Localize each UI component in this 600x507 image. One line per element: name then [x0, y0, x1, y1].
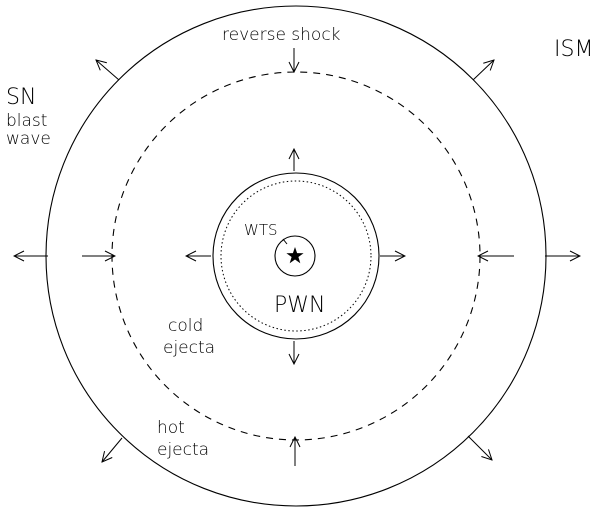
hot-ejecta-label: ejecta [157, 440, 209, 460]
outward-arrow-lower-left [102, 437, 123, 462]
cold-label: cold [168, 316, 203, 336]
hot-label: hot [157, 418, 185, 438]
star-icon [286, 247, 304, 264]
wts-pointer [282, 238, 288, 245]
pwn-boundary-circle [212, 172, 380, 340]
ism-label: ISM [554, 37, 593, 62]
reverse-shock-label: reverse shock [222, 25, 341, 45]
blast-label: blast [6, 111, 47, 131]
outward-arrow-upper-left [96, 60, 120, 81]
cold-ejecta-label: ejecta [163, 338, 215, 358]
pwn-label: PWN [274, 293, 325, 318]
wts-label: WTS [244, 221, 278, 239]
outward-arrow-lower-right [467, 435, 492, 460]
pwn-dotted-circle [220, 180, 372, 332]
wts-circle [274, 235, 316, 277]
outward-arrow-upper-right [472, 60, 494, 81]
sn-label: SN [6, 85, 36, 110]
wave-label: wave [6, 129, 51, 149]
